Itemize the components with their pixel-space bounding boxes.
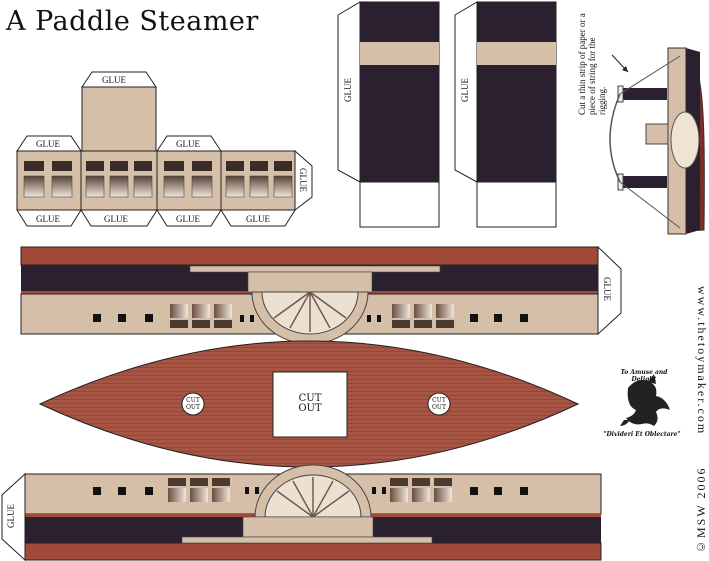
- website-url: www.thetoymaker.com: [695, 286, 709, 436]
- page-title: A Paddle Steamer: [6, 6, 259, 37]
- hull-side-bottom: [1, 464, 602, 561]
- cabin-net: [16, 71, 313, 227]
- funnel-piece-right: [454, 1, 557, 228]
- finished-model-illustration: [609, 47, 705, 235]
- glue-label: GLUE: [36, 214, 60, 224]
- glue-label: GLUE: [102, 75, 126, 85]
- cabin-windows: [23, 161, 293, 198]
- glue-label: GLUE: [298, 168, 308, 192]
- copyright: ©MSW 2006: [694, 466, 708, 554]
- cut-out-label: CUT OUT: [298, 393, 322, 414]
- crest-motto-top: To Amuse and Delight: [620, 369, 668, 383]
- cut-out-hole-label: CUT OUT: [186, 397, 200, 411]
- glue-label: GLUE: [104, 214, 128, 224]
- deck-piece: [38, 340, 580, 468]
- hull-side-top: [20, 245, 622, 345]
- glue-label: GLUE: [460, 78, 470, 102]
- griffin-crest-icon: [620, 374, 670, 426]
- glue-label: GLUE: [176, 214, 200, 224]
- glue-label: GLUE: [343, 78, 353, 102]
- glue-label: GLUE: [246, 214, 270, 224]
- glue-label: GLUE: [36, 139, 60, 149]
- glue-label: GLUE: [6, 504, 16, 528]
- glue-label: GLUE: [176, 139, 200, 149]
- cut-out-hole-label: CUT OUT: [432, 397, 446, 411]
- glue-label: GLUE: [602, 277, 612, 301]
- rigging-instruction: Cut a thin strip of paper or a piece of …: [577, 13, 607, 115]
- crest-motto-bottom: "Divideri Et Oblectare": [603, 431, 681, 438]
- funnel-piece-left: [337, 1, 440, 228]
